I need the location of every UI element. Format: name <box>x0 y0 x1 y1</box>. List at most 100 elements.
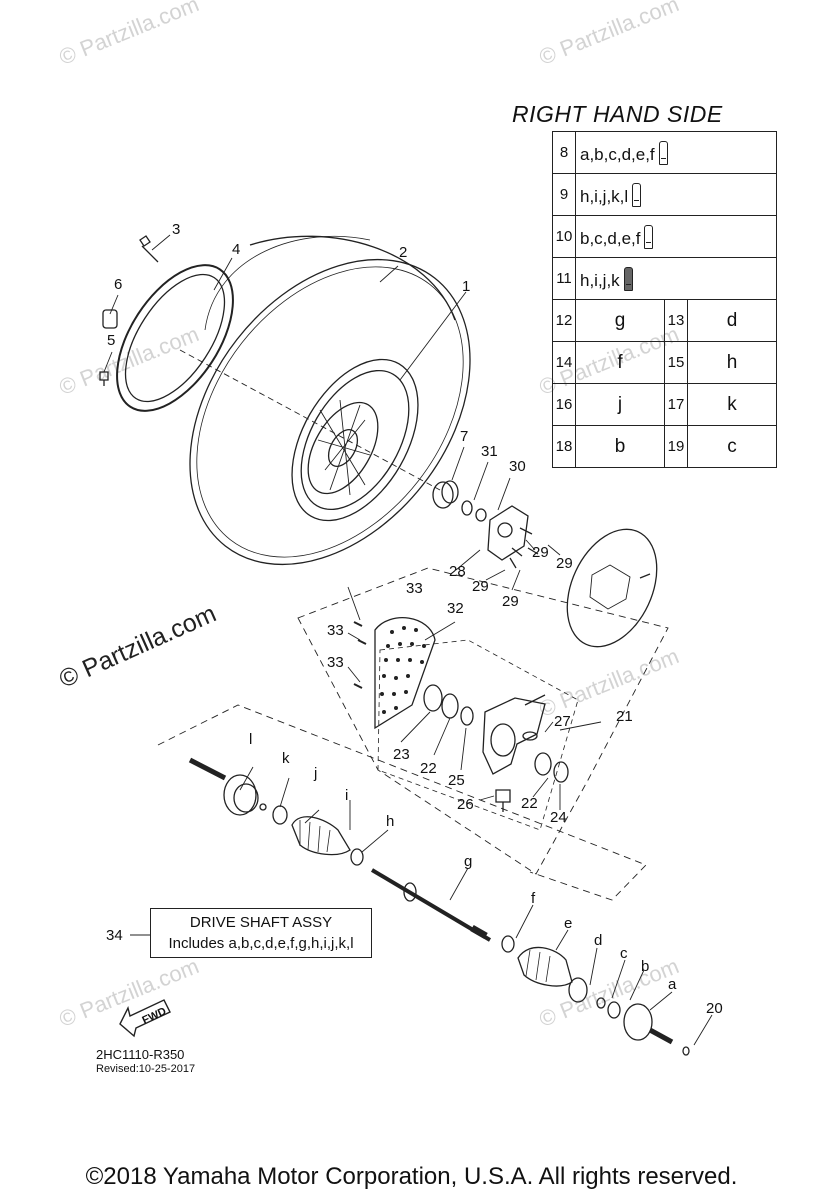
bearing <box>441 693 459 719</box>
washer <box>475 508 487 522</box>
leader-lines <box>103 234 713 1046</box>
legend-codes: b,c,d,e,f <box>575 215 777 258</box>
legend-num: 8 <box>552 131 576 174</box>
callout-27: 27 <box>554 713 571 730</box>
legend-row: 9 h,i,j,k,l <box>552 173 777 216</box>
legend-code: k <box>686 383 778 426</box>
boot-band <box>568 977 588 1003</box>
spline-shaft <box>188 757 227 781</box>
callout-7: 7 <box>460 428 468 445</box>
oring <box>522 731 538 741</box>
callout-6: 6 <box>114 276 122 293</box>
legend-codes: a,b,c,d,e,f <box>575 131 777 174</box>
oil-seal <box>553 761 569 783</box>
callout-a: a <box>668 976 677 993</box>
legend-num: 16 <box>552 383 576 426</box>
valve-stem <box>139 235 159 263</box>
grease-tube-icon <box>632 182 642 207</box>
legend-num: 17 <box>663 383 688 426</box>
fwd-arrow-icon: FWD <box>119 999 171 1038</box>
legend-row: 8 a,b,c,d,e,f <box>552 131 777 174</box>
boot <box>517 946 573 987</box>
callout-1: 1 <box>462 278 470 295</box>
legend-code: h <box>686 341 778 384</box>
legend-code: j <box>575 383 665 426</box>
legend-num: 14 <box>552 341 576 384</box>
wheel-rim <box>291 358 419 522</box>
steering-knuckle <box>482 694 546 775</box>
boot-band <box>272 805 288 825</box>
callout-30: 30 <box>509 458 526 475</box>
brake-disc <box>566 528 658 648</box>
callout-g: g <box>464 853 472 870</box>
callout-22b: 22 <box>521 795 538 812</box>
grease-tube-icon <box>658 140 668 165</box>
legend-row: 16 j 17 k <box>552 383 778 426</box>
callout-23: 23 <box>393 746 410 763</box>
legend-num: 11 <box>552 257 576 300</box>
legend-row: 11 h,i,j,k <box>552 257 777 300</box>
legend-num: 10 <box>552 215 576 258</box>
circlip <box>607 1001 621 1019</box>
grease-tube-dark-icon <box>623 266 633 291</box>
callout-l: l <box>249 731 252 748</box>
legend-num: 15 <box>663 341 688 384</box>
callout-j: j <box>313 765 317 782</box>
callout-f: f <box>531 890 536 907</box>
legend-num: 19 <box>663 425 688 468</box>
callout-21: 21 <box>616 708 633 725</box>
revised-date: Revised:10-25-2017 <box>96 1063 196 1075</box>
callout-4: 4 <box>232 241 240 258</box>
circlip <box>259 803 267 811</box>
boot <box>291 816 351 856</box>
inner-cv-joint <box>623 1003 674 1045</box>
callout-k: k <box>282 750 290 767</box>
legend-code: g <box>575 299 665 342</box>
callout-32: 32 <box>447 600 464 617</box>
axle-nut <box>432 480 459 509</box>
drive-shaft-assy-box: DRIVE SHAFT ASSY Includes a,b,c,d,e,f,g,… <box>150 908 372 958</box>
callout-34: 34 <box>106 927 123 944</box>
callout-3: 3 <box>172 221 180 238</box>
diagram-part-number: 2HC1110-R350 <box>96 1047 185 1062</box>
beadlock-ring <box>116 264 234 412</box>
valve-cap <box>102 309 118 329</box>
circlip <box>596 997 606 1009</box>
outer-cv-joint <box>223 774 259 816</box>
legend-code: f <box>575 341 665 384</box>
drive-shaft-includes: Includes a,b,c,d,e,f,g,h,i,j,k,l <box>168 935 354 952</box>
callout-20: 20 <box>706 1000 723 1017</box>
callout-25: 25 <box>448 772 465 789</box>
boot-band <box>501 935 515 953</box>
callout-22a: 22 <box>420 760 437 777</box>
legend-code: c <box>686 425 778 468</box>
legend-codes: h,i,j,k,l <box>575 173 777 216</box>
callout-26: 26 <box>457 796 474 813</box>
circlip <box>682 1046 690 1056</box>
legend-num: 9 <box>552 173 576 216</box>
callout-24: 24 <box>550 809 567 826</box>
drive-shaft-title: DRIVE SHAFT ASSY <box>189 914 333 931</box>
boot-band <box>350 848 364 866</box>
ball-joint <box>495 789 511 812</box>
callout-33b: 33 <box>327 622 344 639</box>
callout-d: d <box>594 932 602 949</box>
legend-row: 18 b 19 c <box>552 425 778 468</box>
callout-e: e <box>564 915 572 932</box>
callout-b: b <box>641 958 649 975</box>
grease-tube-icon <box>644 224 654 249</box>
legend-row: 14 f 15 h <box>552 341 778 384</box>
callout-h: h <box>386 813 394 830</box>
callout-33a: 33 <box>406 580 423 597</box>
callout-28: 28 <box>449 563 466 580</box>
oil-seal <box>423 684 443 712</box>
callout-29c: 29 <box>472 578 489 595</box>
callout-33c: 33 <box>327 654 344 671</box>
circlip <box>460 706 474 726</box>
legend-row: 10 b,c,d,e,f <box>552 215 777 258</box>
legend-num: 18 <box>552 425 576 468</box>
callout-5: 5 <box>107 332 115 349</box>
legend-num: 12 <box>552 299 576 342</box>
